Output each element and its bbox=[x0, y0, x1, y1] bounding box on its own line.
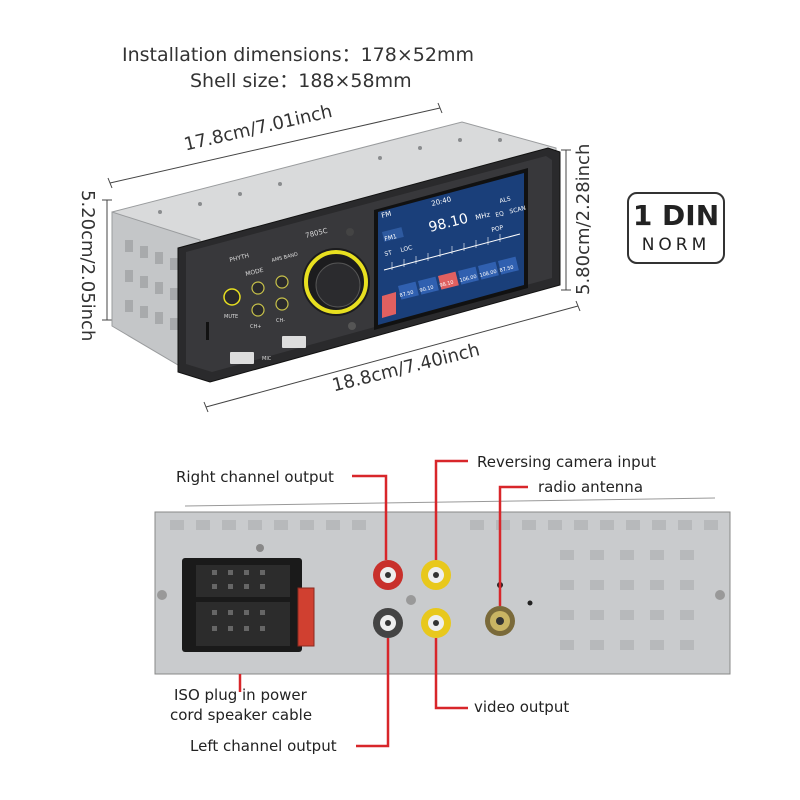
ch-minus-label: CH- bbox=[276, 318, 285, 324]
prev-button bbox=[251, 281, 265, 295]
callout-reversing-camera-line bbox=[434, 459, 468, 560]
screen-eq: EQ bbox=[495, 210, 505, 219]
rear-top-edge bbox=[184, 497, 716, 507]
preset-row: 87.50 90.10 98.10 106.00 108.00 87.50 bbox=[397, 256, 519, 300]
chassis-slots bbox=[125, 240, 178, 330]
volume-knob bbox=[315, 262, 361, 308]
radio-rear-illustration bbox=[154, 459, 731, 748]
iso-plug-label-1: ISO plug in power bbox=[174, 686, 307, 704]
callout-left-channel-line bbox=[356, 638, 390, 748]
screen-genre: POP bbox=[491, 224, 505, 234]
screen-st: ST bbox=[384, 249, 393, 258]
video-output-label: video output bbox=[474, 698, 570, 716]
preset-2: 90.10 bbox=[419, 285, 434, 294]
brand-label: PHYTH bbox=[229, 252, 250, 264]
right-screw bbox=[715, 590, 725, 600]
fuse bbox=[297, 587, 315, 647]
iso-lower-block bbox=[196, 602, 290, 646]
preset-5: 108.00 bbox=[479, 269, 497, 279]
right-height-label: 5.80cm/2.28inch bbox=[573, 143, 594, 295]
preset-1: 87.50 bbox=[399, 290, 414, 299]
rear-slots bbox=[170, 520, 718, 650]
screen-band: FM bbox=[381, 210, 393, 220]
screen-eq-scan: EQ SCAN bbox=[495, 205, 527, 219]
back-button bbox=[382, 292, 396, 318]
ir-sensor bbox=[346, 228, 354, 236]
rca-center-screw bbox=[406, 595, 416, 605]
screen-unit: MHz bbox=[475, 210, 492, 221]
callout-video-output-line bbox=[434, 638, 468, 710]
radio-antenna-label: radio antenna bbox=[538, 478, 644, 496]
tf-slot bbox=[206, 322, 209, 340]
reversing-camera-label: Reversing camera input bbox=[477, 453, 657, 471]
preset-4: 106.00 bbox=[459, 274, 477, 284]
radio-front-illustration: FM 20:40 98.10 MHz FM1 ST LOC ALS EQ SCA… bbox=[102, 102, 581, 413]
top-screw bbox=[256, 544, 264, 552]
mode-label: MODE bbox=[245, 267, 265, 278]
callout-antenna-line bbox=[498, 485, 528, 606]
right-channel-label: Right channel output bbox=[176, 468, 334, 486]
screen-preset-band: FM1 bbox=[384, 233, 398, 243]
ch-minus-button bbox=[251, 303, 265, 317]
left-screw bbox=[157, 590, 167, 600]
mute-label: MUTE bbox=[224, 314, 238, 320]
preset-3: 98.10 bbox=[439, 280, 454, 289]
left-channel-label: Left channel output bbox=[190, 737, 337, 755]
top-width-line bbox=[109, 107, 441, 184]
iso-plug-label-2: cord speaker cable bbox=[170, 706, 313, 724]
screen-loc: LOC bbox=[400, 244, 413, 254]
preset-6: 87.50 bbox=[499, 265, 514, 274]
antenna-hole-2 bbox=[527, 600, 533, 606]
usb-port-2 bbox=[282, 336, 306, 348]
power-button bbox=[223, 288, 241, 306]
installation-dimensions-text: Installation dimensions：178×52mm bbox=[122, 44, 474, 66]
ch-plus-button bbox=[275, 297, 289, 311]
badge-line2: NORM bbox=[641, 235, 711, 255]
callout-right-channel-line bbox=[352, 474, 388, 560]
usb-port-1 bbox=[230, 352, 254, 364]
one-din-badge: 1 DIN NORM bbox=[627, 192, 725, 264]
iso-upper-block bbox=[196, 565, 290, 597]
next-button bbox=[275, 275, 289, 289]
badge-line1: 1 DIN bbox=[632, 199, 720, 232]
volume-knob-ring bbox=[304, 250, 368, 314]
left-height-label: 5.20cm/2.05inch bbox=[77, 190, 98, 342]
front-width-line bbox=[205, 305, 579, 408]
shell-size-text: Shell size：188×58mm bbox=[190, 70, 412, 92]
screen-scan: SCAN bbox=[509, 205, 527, 216]
ch-plus-label: CH+ bbox=[250, 324, 261, 330]
mic-label: MIC bbox=[262, 356, 272, 362]
screen-als: ALS bbox=[499, 195, 512, 205]
aux-jack bbox=[348, 322, 356, 330]
chassis-holes bbox=[158, 138, 502, 214]
